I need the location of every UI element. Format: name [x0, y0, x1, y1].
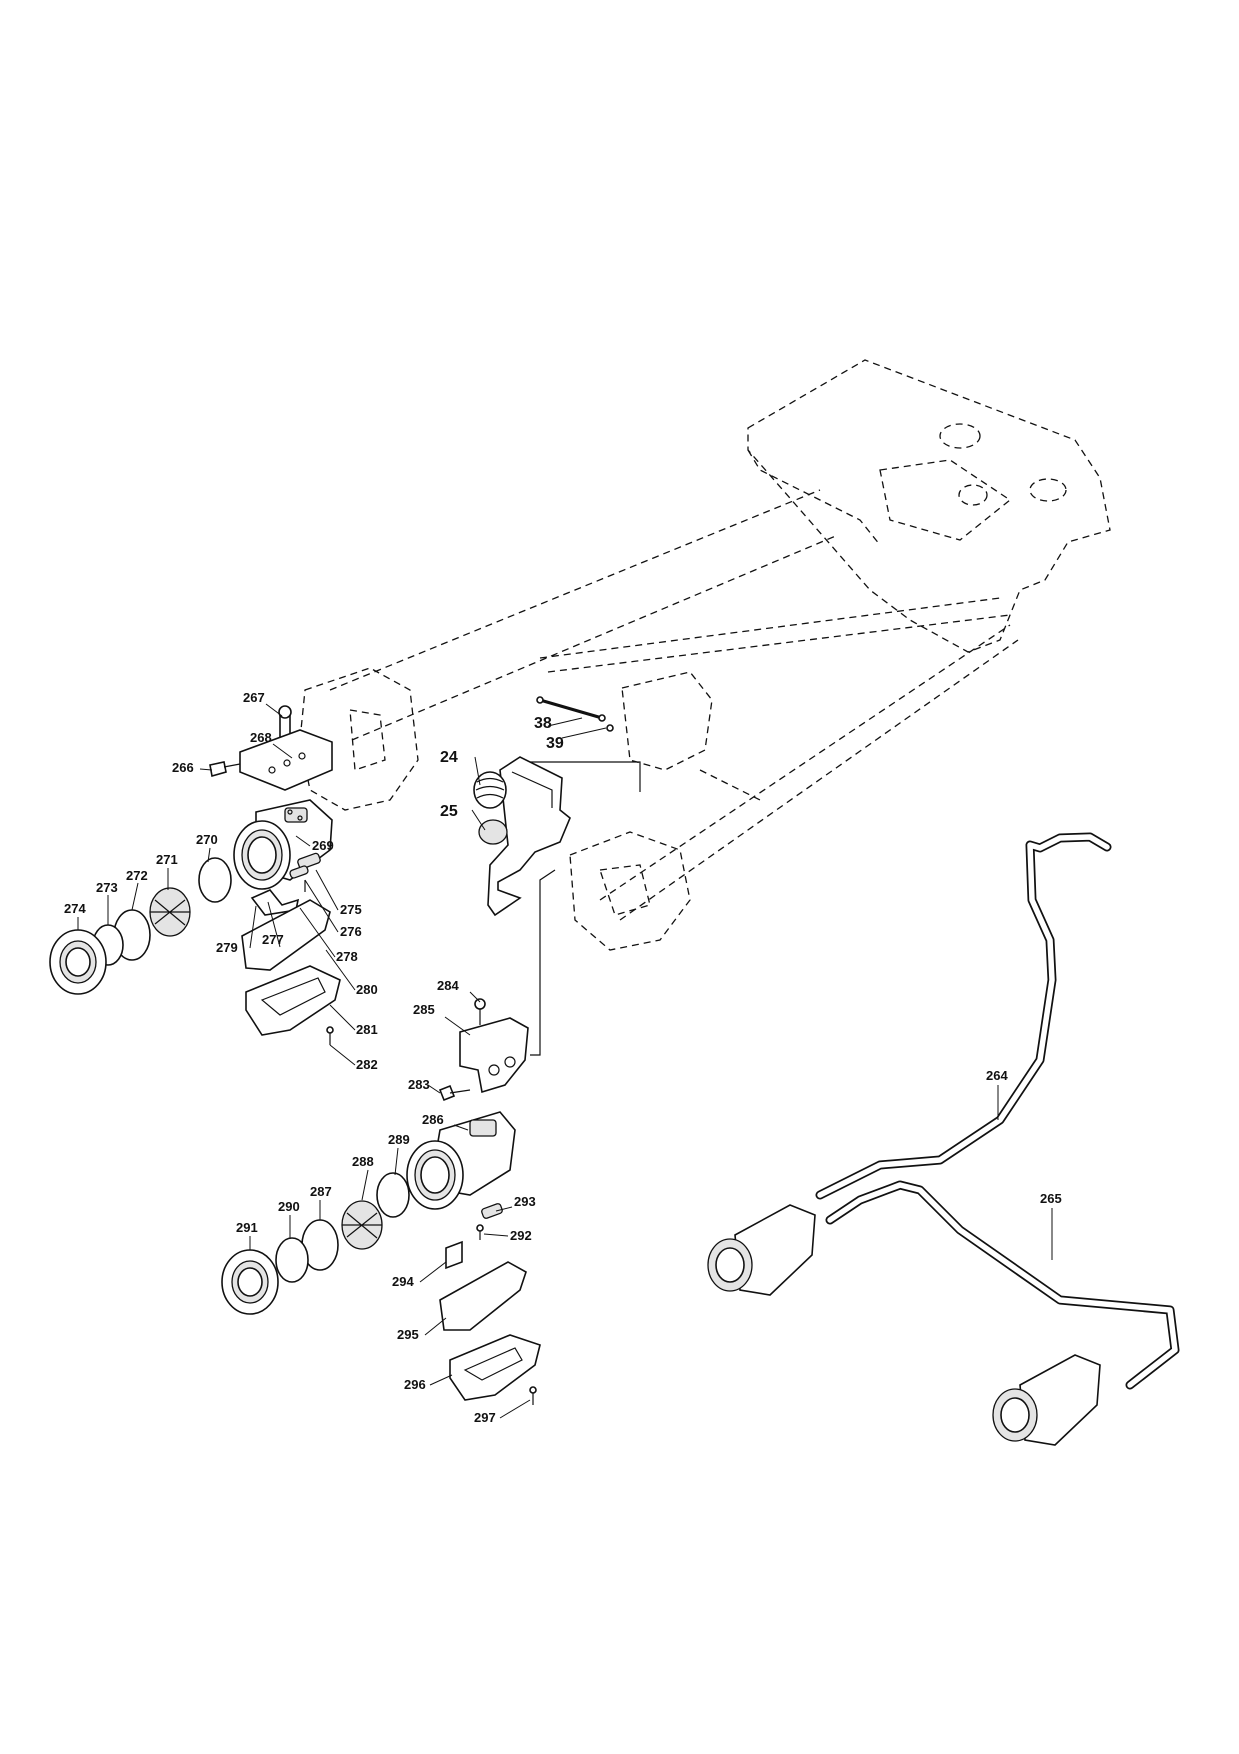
callout-283: 283: [408, 1077, 430, 1092]
callout-272: 272: [126, 868, 148, 883]
callout-297: 297: [474, 1410, 496, 1425]
callout-282: 282: [356, 1057, 378, 1072]
callout-279: 279: [216, 940, 238, 955]
callout-281: 281: [356, 1022, 378, 1037]
callout-277: 277: [262, 932, 284, 947]
callout-268: 268: [250, 730, 272, 745]
callout-294: 294: [392, 1274, 414, 1289]
lower-camera-assembly: [221, 869, 556, 1405]
callout-38: 38: [534, 715, 552, 732]
callout-270: 270: [196, 832, 218, 847]
callout-290: 290: [278, 1199, 300, 1214]
callout-292: 292: [510, 1228, 532, 1243]
callout-25: 25: [440, 803, 458, 820]
callout-296: 296: [404, 1377, 426, 1392]
callout-269: 269: [312, 838, 334, 853]
upper-camera-assembly: [49, 705, 341, 1045]
callout-266: 266: [172, 760, 194, 775]
chassis-frame: [299, 359, 1111, 951]
callout-287: 287: [310, 1184, 332, 1199]
callout-39: 39: [546, 735, 564, 752]
callout-271: 271: [156, 852, 178, 867]
latch-assembly: [473, 696, 641, 917]
hose-assemblies: [707, 832, 1180, 1446]
callout-289: 289: [388, 1132, 410, 1147]
callout-291: 291: [236, 1220, 258, 1235]
callout-293: 293: [514, 1194, 536, 1209]
callout-295: 295: [397, 1327, 419, 1342]
callout-278: 278: [336, 949, 358, 964]
callout-labels: 24 25 38 39 264 265 266 267 268 269 270 …: [64, 690, 1062, 1425]
callout-276: 276: [340, 924, 362, 939]
callout-265: 265: [1040, 1191, 1062, 1206]
callout-288: 288: [352, 1154, 374, 1169]
callout-284: 284: [437, 978, 459, 993]
callout-280: 280: [356, 982, 378, 997]
callout-285: 285: [413, 1002, 435, 1017]
callout-286: 286: [422, 1112, 444, 1127]
callout-264: 264: [986, 1068, 1008, 1083]
callout-274: 274: [64, 901, 86, 916]
callout-275: 275: [340, 902, 362, 917]
callout-24: 24: [440, 749, 458, 766]
callout-273: 273: [96, 880, 118, 895]
callout-267: 267: [243, 690, 265, 705]
leader-lines: [77, 703, 1053, 1419]
